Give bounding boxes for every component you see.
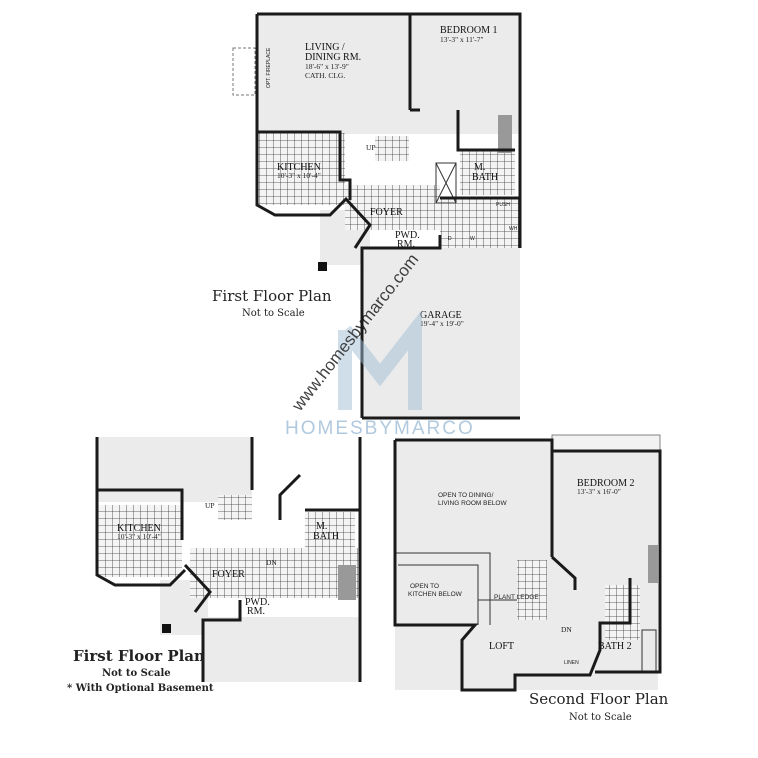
shower [435, 162, 457, 204]
living-area [97, 437, 252, 502]
wall [255, 12, 522, 248]
dn-label: DN [561, 625, 572, 634]
roof-ledge [551, 434, 661, 452]
foyer-floor [190, 548, 360, 598]
foyer-label: FOYER [212, 569, 245, 580]
second-floor-title: Second Floor Plan [529, 690, 669, 708]
closet-shelf [498, 115, 512, 153]
brand-logo-icon [338, 309, 422, 410]
post [318, 262, 327, 271]
basement-plan-subtitle: Not to Scale [102, 668, 171, 679]
mbath-label: M. [474, 162, 485, 173]
living-bedroom-area [257, 14, 520, 134]
garage-dimensions: 19'-4" x 19'-0" [420, 319, 464, 328]
foyer-floor [345, 185, 440, 230]
mbath-label-2: BATH [313, 531, 339, 542]
stairs [517, 560, 547, 620]
stairs [375, 136, 409, 161]
bedroom1-dimensions: 13'-3" x 11'-7" [440, 35, 484, 44]
loft-label: LOFT [489, 641, 514, 652]
pwd-label: PWD. [245, 597, 270, 608]
pwd-label-2: RM. [247, 606, 265, 617]
pwd-label-2: RM. [397, 239, 415, 250]
kitchen-floor [257, 133, 345, 205]
second-floor-subtitle: Not to Scale [569, 712, 632, 723]
stairs [218, 495, 252, 520]
dryer-label: D [448, 236, 452, 242]
mbath-floor [460, 150, 515, 195]
living-note: CATH. CLG. [305, 71, 345, 80]
first-floor-plan: LIVING / DINING RM. 18'-6" x 13'-9" CATH… [212, 12, 522, 420]
garage-label: GARAGE [420, 310, 462, 321]
wall [360, 235, 520, 420]
closet-shelf [648, 545, 658, 583]
garage-floor [203, 617, 360, 682]
water-heater-label: WH [509, 226, 518, 232]
linen-label: LINEN [564, 660, 579, 666]
up-label: UP [205, 501, 215, 510]
shower-cross [435, 162, 457, 204]
fireplace-outline [232, 47, 256, 96]
living-label: LIVING / [305, 42, 345, 53]
washer-label: W [470, 236, 475, 242]
open-kitchen-label-2: KITCHEN BELOW [408, 591, 463, 598]
living-dimensions: 18'-6" x 13'-9" [305, 62, 349, 71]
kitchen-dimensions: 10'-3" x 10'-4" [117, 532, 161, 541]
wall [440, 110, 520, 200]
second-floor-plan: OPEN TO DINING/ LIVING ROOM BELOW BEDROO… [393, 434, 669, 723]
laundry-floor [440, 198, 520, 248]
wall [95, 437, 187, 587]
bath2-floor [605, 585, 640, 640]
first-floor-title: First Floor Plan [212, 287, 332, 305]
plant-ledge-label: PLANT LEDGE [494, 594, 539, 601]
watermark-brand: HOMESBYMARCO [285, 418, 475, 439]
closet-shelf [338, 565, 356, 600]
basement-plan-title: First Floor Plan [73, 647, 205, 665]
bath2-label: BATH 2 [598, 641, 632, 652]
wall [408, 14, 420, 112]
mbath-label-2: BATH [472, 172, 498, 183]
dn-label: DN [266, 558, 277, 567]
kitchen-label: KITCHEN [277, 162, 321, 173]
wall [395, 438, 662, 674]
post [162, 624, 171, 633]
bedroom1-label: BEDROOM 1 [440, 25, 498, 36]
wall [201, 437, 362, 682]
wall [393, 440, 632, 692]
foyer-label: FOYER [370, 207, 403, 218]
kitchen-dimensions: 10'-3" x 10'-4" [277, 171, 321, 180]
wall [343, 196, 372, 249]
push-label: PUSH [496, 202, 510, 208]
garage-floor [362, 248, 520, 418]
open-kitchen-label: OPEN TO [410, 583, 439, 590]
pwd-label: PWD. [395, 230, 420, 241]
bedroom2-dimensions: 13'-3" x 16'-0" [577, 487, 621, 496]
basement-plan-note: * With Optional Basement [67, 683, 214, 694]
up-label: UP [366, 143, 376, 152]
mbath-floor [305, 512, 355, 548]
ledge-lines [395, 552, 517, 625]
wall [183, 473, 360, 613]
bedroom2-label: BEDROOM 2 [577, 478, 635, 489]
first-floor-subtitle: Not to Scale [242, 308, 305, 319]
fireplace-label: OPT. FIREPLACE [266, 47, 272, 88]
mbath-label: M. [316, 521, 327, 532]
open-dining-label-2: LIVING ROOM BELOW [438, 500, 507, 507]
open-dining-label: OPEN TO DINING/ [438, 492, 494, 499]
kitchen-label: KITCHEN [117, 523, 161, 534]
kitchen-floor [97, 505, 182, 577]
wall [257, 130, 352, 200]
first-floor-basement-plan: KITCHEN 10'-3" x 10'-4" UP DN M. BATH FO… [67, 437, 362, 694]
living-label-2: DINING RM. [305, 52, 361, 63]
